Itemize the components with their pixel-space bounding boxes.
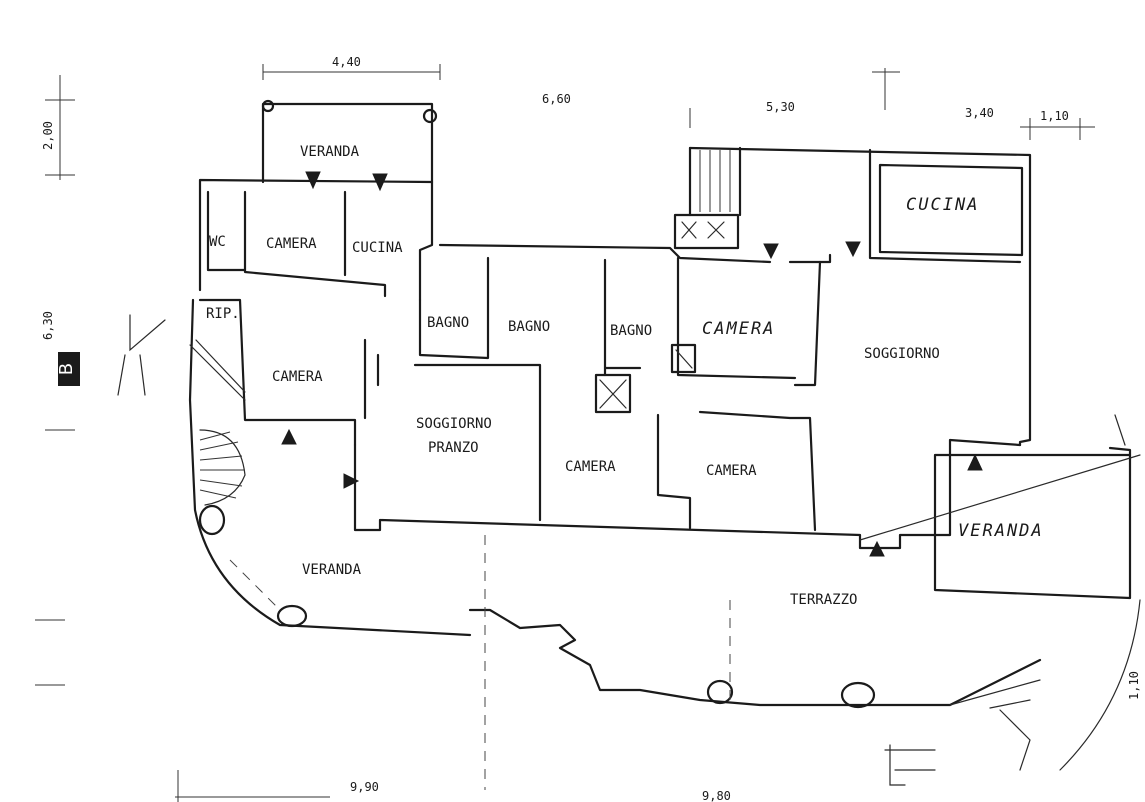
dimension-lines: [35, 64, 1095, 802]
dim-660: 6,60: [542, 92, 571, 106]
label-bagno-1: BAGNO: [427, 315, 469, 331]
label-cucina-left: CUCINA: [352, 240, 403, 256]
arrow-veranda-east: [967, 453, 983, 471]
label-camera-nw: CAMERA: [266, 236, 317, 252]
dim-530: 5,30: [766, 100, 795, 114]
dimension-labels: 4,40 6,60 5,30 3,40 1,10 2,00 6,30 9,90 …: [41, 55, 1141, 802]
arrow-camera-west: [281, 428, 297, 445]
section-marker: B: [56, 314, 166, 396]
arrow-veranda-2: [372, 173, 388, 192]
label-soggiorno-pranzo-1: SOGGIORNO: [416, 416, 492, 432]
label-camera-south: CAMERA: [706, 463, 757, 479]
label-cucina-right: CUCINA: [906, 195, 979, 215]
arrow-terrazzo: [869, 540, 885, 557]
label-terrazzo: TERRAZZO: [790, 592, 857, 608]
label-camera-north: CAMERA: [702, 319, 775, 339]
dim-340: 3,40: [965, 106, 994, 120]
entry-arrows: [281, 171, 983, 557]
arrow-soggiorno-pranzo: [343, 473, 360, 489]
label-camera-west: CAMERA: [272, 369, 323, 385]
label-camera-center: CAMERA: [565, 459, 616, 475]
section-marker-letter: B: [56, 363, 77, 375]
arrow-veranda-1: [305, 171, 321, 190]
walls: [188, 99, 1141, 790]
room-labels: VERANDA WC CAMERA CUCINA RIP. CAMERA BAG…: [206, 144, 1044, 608]
dim-440: 4,40: [332, 55, 361, 69]
spiral-stair: [189, 339, 246, 506]
dim-990: 9,90: [350, 780, 379, 794]
arrow-soggiorno: [845, 241, 861, 258]
dim-630: 6,30: [41, 311, 55, 340]
label-bagno-2: BAGNO: [508, 319, 550, 335]
dim-110-top: 1,10: [1040, 109, 1069, 123]
label-veranda-east: VERANDA: [958, 521, 1044, 541]
stair-top: [699, 150, 731, 212]
label-veranda-top: VERANDA: [300, 144, 360, 160]
label-soggiorno-pranzo-2: PRANZO: [428, 440, 479, 456]
label-veranda-south: VERANDA: [302, 562, 362, 578]
label-wc: WC: [209, 234, 226, 250]
label-bagno-3: BAGNO: [610, 323, 652, 339]
dim-200: 2,00: [41, 121, 55, 150]
arrow-camera-north: [763, 243, 779, 260]
label-soggiorno-right: SOGGIORNO: [864, 346, 940, 362]
dim-110-right: 1,10: [1127, 671, 1141, 700]
dim-980: 9,80: [702, 789, 731, 802]
label-rip: RIP.: [206, 306, 240, 322]
